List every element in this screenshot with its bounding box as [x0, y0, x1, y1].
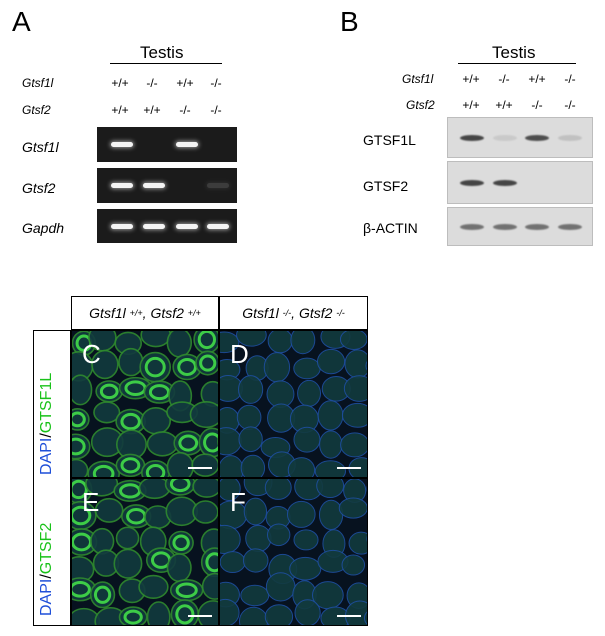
imaging-col-header-2: Gtsf1l -/-, Gtsf2 -/- [219, 296, 368, 330]
micrograph-image [220, 331, 367, 477]
blot-band [525, 134, 549, 141]
blot-band [493, 179, 517, 186]
blot-band [460, 134, 484, 141]
gel-band [111, 142, 133, 147]
blot-row-label-1: GTSF1L [363, 132, 416, 148]
header-2-gene1: Gtsf1l [242, 305, 279, 321]
micrograph-image [72, 331, 218, 477]
micrograph-image [72, 479, 218, 625]
panel-b-geno-r2-l1: +/+ [462, 98, 480, 112]
scale-bar [188, 615, 212, 617]
header-1-sup1: +/+ [129, 308, 143, 318]
blot-band [493, 134, 517, 141]
panel-a-geno-r1-l3: +/+ [176, 76, 194, 90]
panel-b-geno-r2-l3: -/- [531, 98, 543, 112]
panel-b-geno-r1-l2: -/- [498, 72, 510, 86]
panel-a-genotype-label-1: Gtsf1l [22, 76, 54, 90]
panel-a-geno-r1-l2: -/- [146, 76, 158, 90]
micrograph-letter: D [230, 339, 249, 369]
gel-strip-1 [97, 127, 237, 162]
blot-band [493, 223, 517, 230]
panel-b-geno-r1-l1: +/+ [462, 72, 480, 86]
blot-band [525, 223, 549, 230]
header-2-sup1: -/- [282, 308, 292, 318]
gel-band [111, 183, 133, 188]
panel-b-letter: B [340, 6, 359, 37]
blot-band [558, 223, 582, 230]
blot-strip-1 [447, 117, 593, 158]
panel-b-geno-r2-l4: -/- [564, 98, 576, 112]
header-2-gene2: Gtsf2 [298, 305, 333, 321]
panel-b-title: Testis [492, 43, 536, 62]
micrograph-c: C [71, 330, 219, 478]
panel-a-geno-r1-l4: -/- [210, 76, 222, 90]
blot-band [460, 179, 484, 186]
panel-b-geno-r1-l3: +/+ [528, 72, 546, 86]
micrograph-image [220, 479, 367, 625]
blot-row-label-2: GTSF2 [363, 178, 409, 194]
panel-a-geno-r2-l2: +/+ [143, 103, 161, 117]
micrograph-e: E [71, 478, 219, 626]
micrograph-letter: F [230, 487, 246, 517]
panel-b-genotype-label-1: Gtsf1l [402, 72, 434, 86]
gel-band [176, 224, 198, 229]
panel-a-title-rule [110, 63, 222, 64]
gel-row-label-2: Gtsf2 [22, 180, 56, 196]
gel-row-label-1: Gtsf1l [22, 139, 59, 155]
header-2-sup2: -/- [336, 308, 345, 318]
micrograph-f: F [219, 478, 368, 626]
scale-bar [337, 615, 361, 617]
gel-band [176, 142, 198, 147]
blot-band [460, 223, 484, 230]
scale-bar [188, 467, 212, 469]
blot-band [558, 134, 582, 141]
panel-b-geno-r2-l2: +/+ [495, 98, 513, 112]
panel-a-letter: A [12, 6, 31, 37]
panel-a-geno-r2-l3: -/- [179, 103, 191, 117]
panel-b-geno-r1-l4: -/- [564, 72, 576, 86]
gel-row-label-3: Gapdh [22, 220, 65, 236]
header-1-sup2: +/+ [187, 308, 201, 318]
gel-band [111, 224, 133, 229]
panel-a-title: Testis [140, 43, 184, 62]
gel-band [207, 183, 229, 188]
panel-a-geno-r2-l4: -/- [210, 103, 222, 117]
imaging-col-header-1: Gtsf1l +/+, Gtsf2 +/+ [71, 296, 219, 330]
gel-band [143, 183, 165, 188]
gel-strip-2 [97, 168, 237, 203]
panel-b-title-rule [458, 63, 576, 64]
header-1-gene1: Gtsf1l [89, 305, 126, 321]
panel-a-genotype-label-2: Gtsf2 [22, 103, 51, 117]
blot-row-label-3: β-ACTIN [363, 220, 418, 236]
blot-strip-3 [447, 207, 593, 246]
micrograph-d: D [219, 330, 368, 478]
scale-bar [337, 467, 361, 469]
gel-band [143, 224, 165, 229]
panel-b-genotype-label-2: Gtsf2 [406, 98, 435, 112]
panel-a-geno-r1-l1: +/+ [111, 76, 129, 90]
gel-band [207, 224, 229, 229]
micrograph-letter: C [82, 339, 101, 369]
micrograph-letter: E [82, 487, 100, 517]
header-1-gene2: Gtsf2 [150, 305, 184, 321]
blot-strip-2 [447, 161, 593, 204]
imaging-row-label-frame [33, 330, 71, 626]
gel-strip-3 [97, 209, 237, 243]
panel-a-geno-r2-l1: +/+ [111, 103, 129, 117]
